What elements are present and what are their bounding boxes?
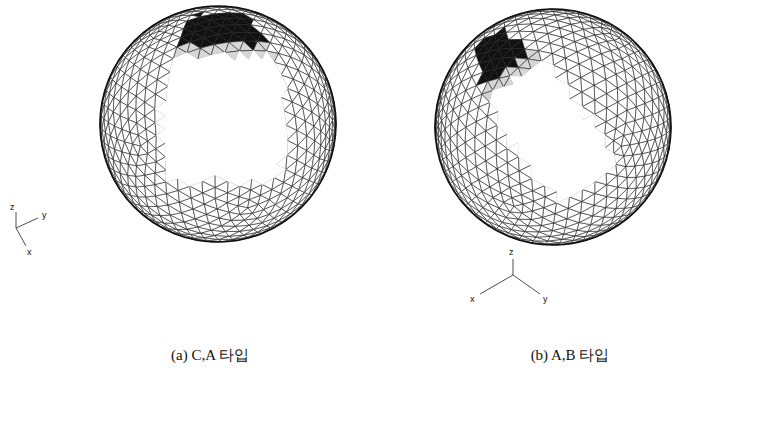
axis-label: y — [543, 295, 548, 304]
axis-label: x — [470, 295, 475, 304]
geodesic-sphere — [100, 6, 336, 242]
axis-triad — [480, 259, 540, 294]
subfigure-caption: (b) A,B 타입 — [531, 348, 610, 363]
subfigure-caption: (a) C,A 타입 — [171, 348, 249, 363]
axis-triad — [16, 212, 38, 246]
geodesic-sphere — [435, 9, 671, 245]
axis-label: z — [10, 203, 15, 212]
axis-label: y — [42, 211, 47, 220]
axis-label: x — [27, 248, 32, 257]
axis-label: z — [509, 248, 514, 257]
